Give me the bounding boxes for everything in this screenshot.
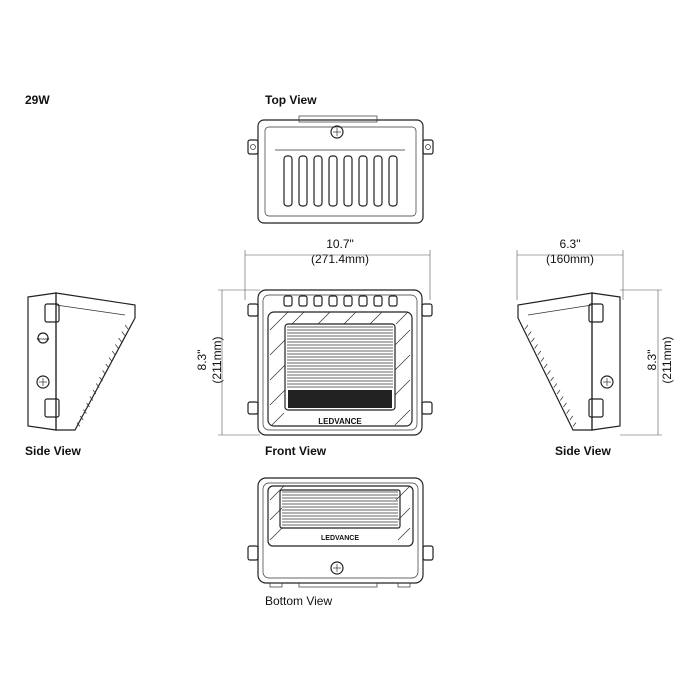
fin-line [556,389,561,395]
front-brand-text: LEDVANCE [318,417,362,426]
fin-line [108,357,113,362]
front-view-label: Front View [265,444,327,458]
fin-line [540,357,545,362]
fin-line [566,409,570,414]
fin-line [559,396,564,401]
fin-line [553,383,558,388]
fin-line [569,415,574,421]
fin-line [563,402,567,408]
depth-dimension: 6.3" (160mm) [520,237,620,267]
fin-line [524,324,529,330]
fin-line [79,415,84,421]
bottom-view-label: Bottom View [265,594,333,608]
fin-line [118,337,122,343]
depth-mm: (160mm) [545,252,594,266]
fin-line [83,409,87,414]
fin-line [537,350,542,356]
wattage-label: 29W [25,93,50,107]
fin-line [547,370,551,375]
depth-inches: 6.3" [559,237,581,251]
fin-line [92,389,97,395]
fin-line [115,344,119,349]
fin-line [527,331,532,336]
fin-line [121,331,126,336]
width-mm: (271.4mm) [310,252,369,266]
fin-line [111,350,116,356]
width-dimension: 10.7" (271.4mm) [290,237,390,267]
fin-line [550,376,554,382]
fin-line [543,363,548,369]
svg-text:SENSOR: SENSOR [37,337,51,341]
fin-line [102,370,106,375]
fin-line [572,422,577,427]
width-inches: 10.7" [326,237,354,251]
fin-line [76,422,81,427]
fin-line [105,363,110,369]
fin-line [99,376,103,382]
fin-line [89,396,94,401]
side-view-right-label: Side View [555,444,611,458]
fin-line [124,324,129,330]
fin-line [534,344,538,349]
fin-line [95,383,100,388]
side-view-left-label: Side View [25,444,81,458]
fin-line [531,337,535,343]
top-view-label: Top View [265,93,317,107]
bottom-brand-text: LEDVANCE [321,535,359,542]
fin-line [86,402,90,408]
